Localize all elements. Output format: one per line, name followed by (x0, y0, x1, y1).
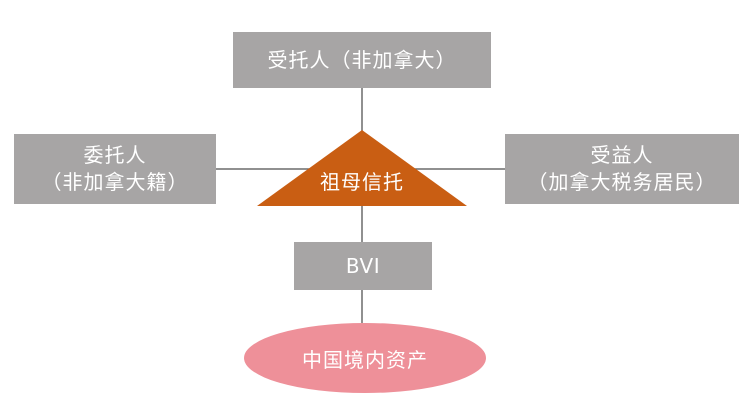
trustee-label: 受托人（非加拿大） (267, 47, 457, 72)
beneficiary-box: 受益人 （加拿大税务居民） (505, 134, 739, 204)
trust-triangle-shape (257, 130, 467, 206)
bvi-box: BVI (294, 242, 432, 290)
domestic-asset-ellipse: 中国境内资产 (244, 323, 486, 393)
beneficiary-label: 受益人 (590, 143, 654, 167)
trust-triangle (257, 130, 467, 206)
settlor-box: 委托人 （非加拿大籍） (14, 134, 216, 204)
settlor-sublabel: （非加拿大籍） (41, 170, 189, 194)
trustee-box: 受托人（非加拿大） (233, 32, 491, 88)
settlor-label: 委托人 (83, 143, 147, 167)
trust-label: 祖母信托 (320, 170, 404, 194)
domestic-asset-label: 中国境内资产 (302, 347, 428, 372)
bvi-label: BVI (345, 253, 381, 278)
beneficiary-sublabel: （加拿大税务居民） (527, 170, 717, 194)
